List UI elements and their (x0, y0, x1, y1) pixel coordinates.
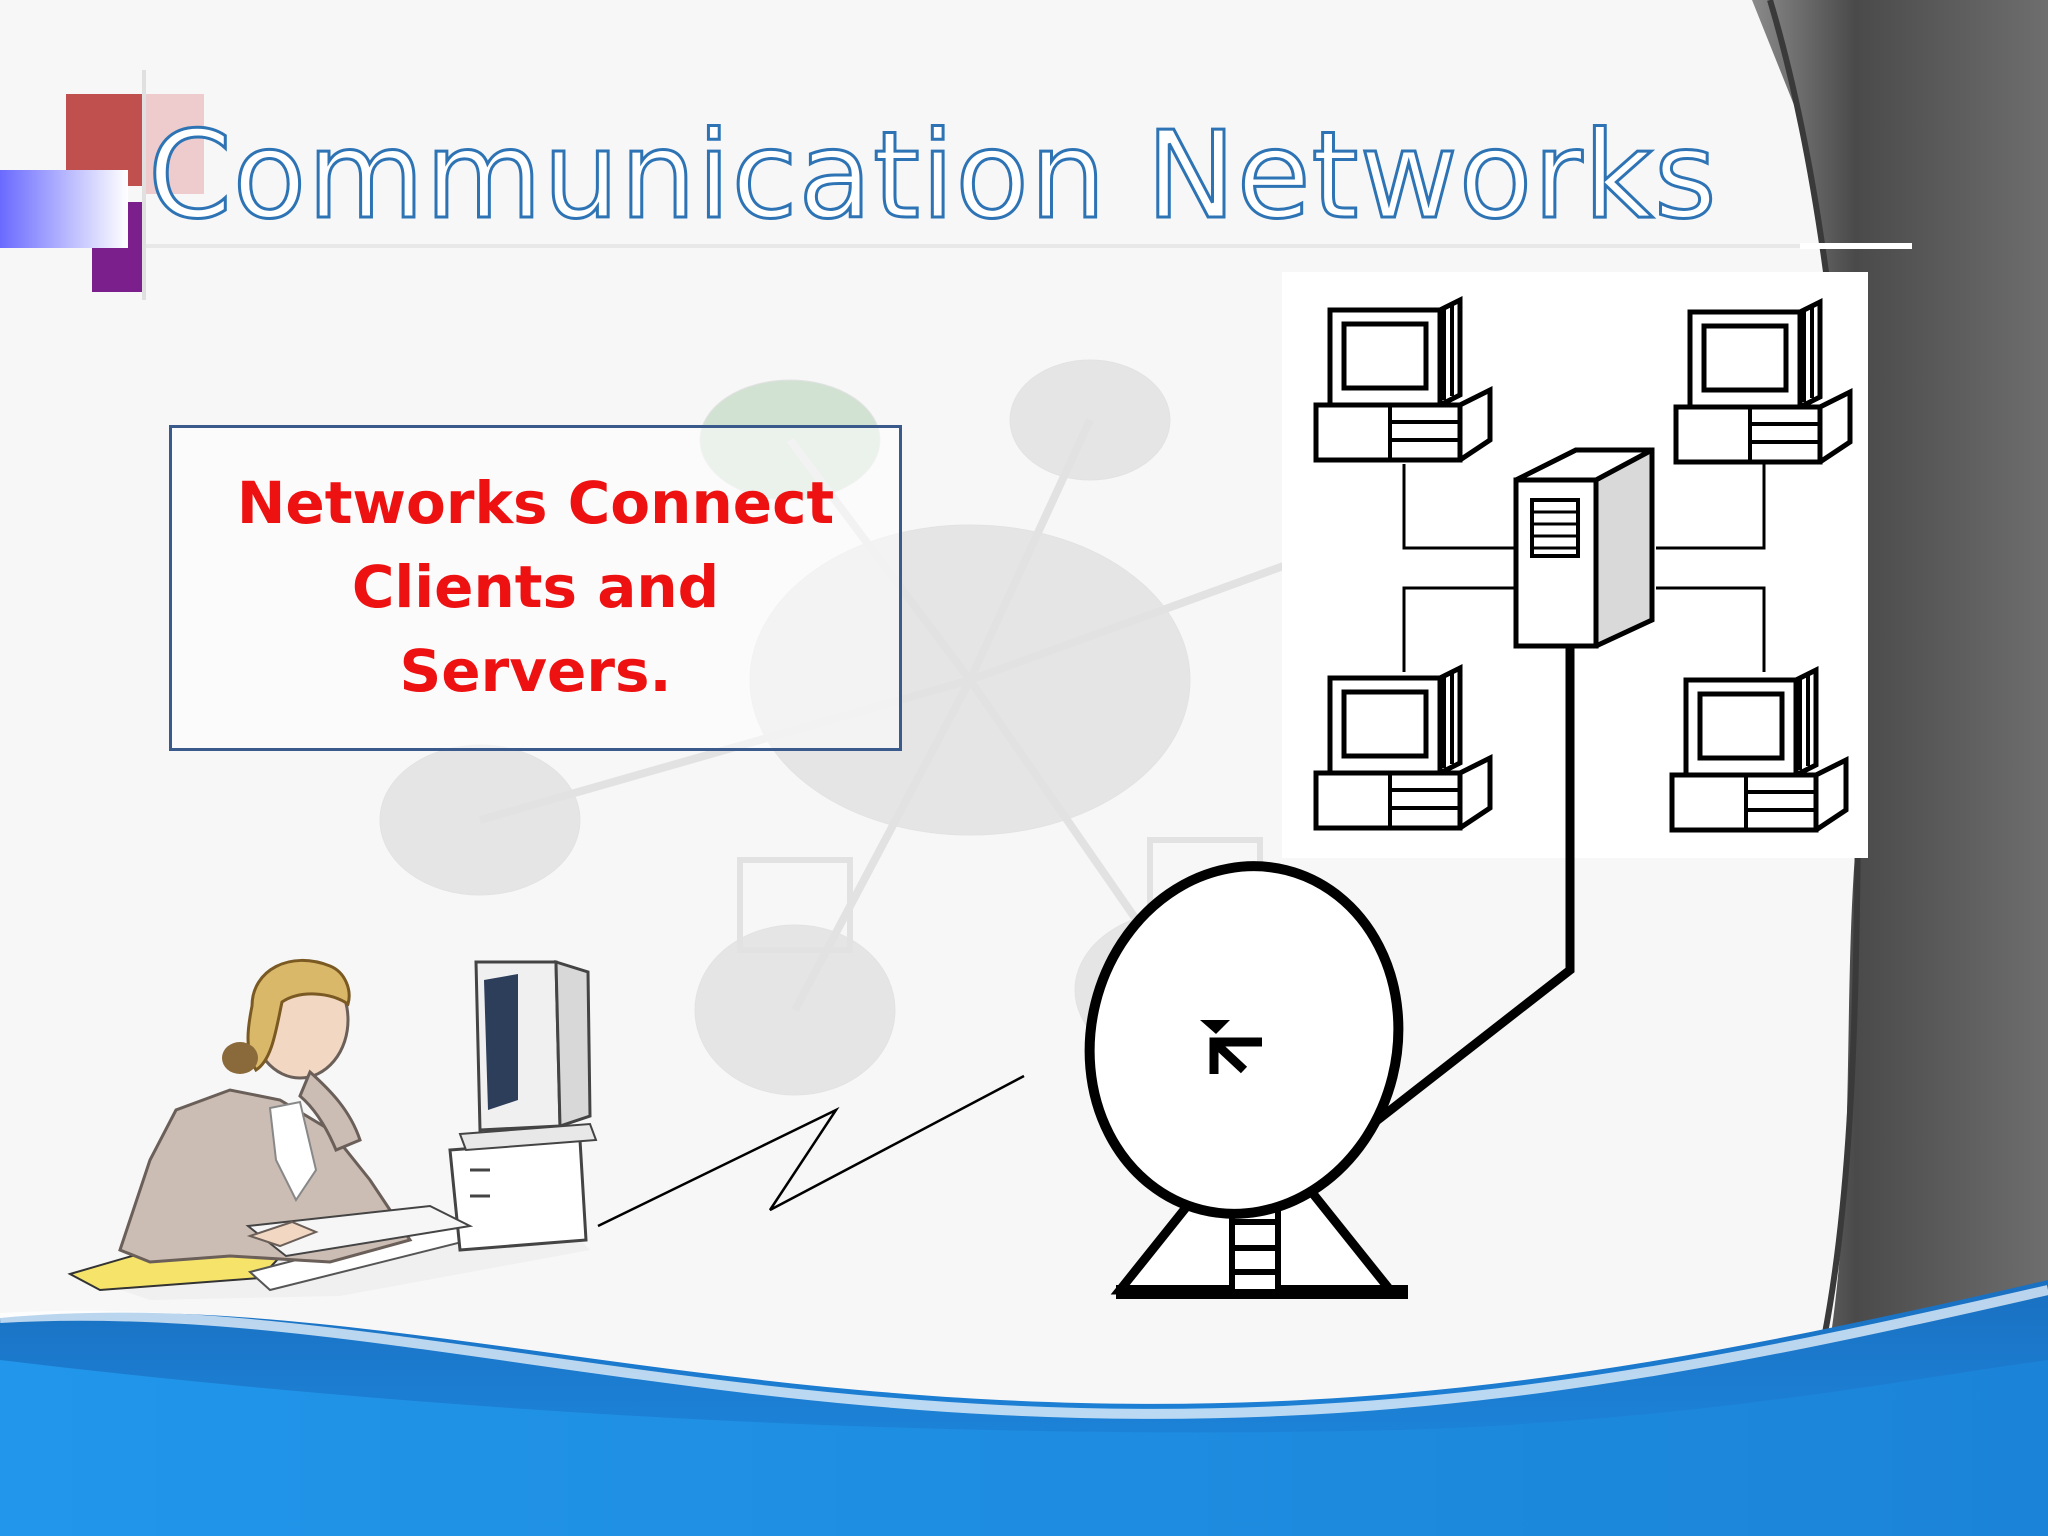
network-links (1402, 464, 1766, 672)
server-tower-icon (1513, 447, 1655, 649)
callout-box: Networks Connect Clients and Servers. (169, 425, 902, 751)
wireless-signal-icon (597, 1074, 1025, 1228)
callout-line: Servers. (399, 637, 672, 705)
callout-line: Clients and (351, 553, 720, 621)
slide-title: Communication Networks (147, 107, 1719, 246)
callout-line: Networks Connect (236, 469, 835, 537)
satellite-dish-icon (1084, 861, 1408, 1299)
server-dish-cable (1367, 646, 1575, 1130)
client-computer-icon (1316, 300, 1490, 460)
woman-at-computer-illustration (67, 958, 598, 1300)
callout-text: Networks Connect Clients and Servers. (196, 461, 876, 713)
corner-accent-decoration (0, 70, 204, 300)
client-computer-icon (1316, 668, 1490, 828)
curtain-decoration (1752, 0, 2048, 1400)
client-computer-icon (1676, 302, 1850, 462)
client-computer-icon (1672, 670, 1846, 830)
